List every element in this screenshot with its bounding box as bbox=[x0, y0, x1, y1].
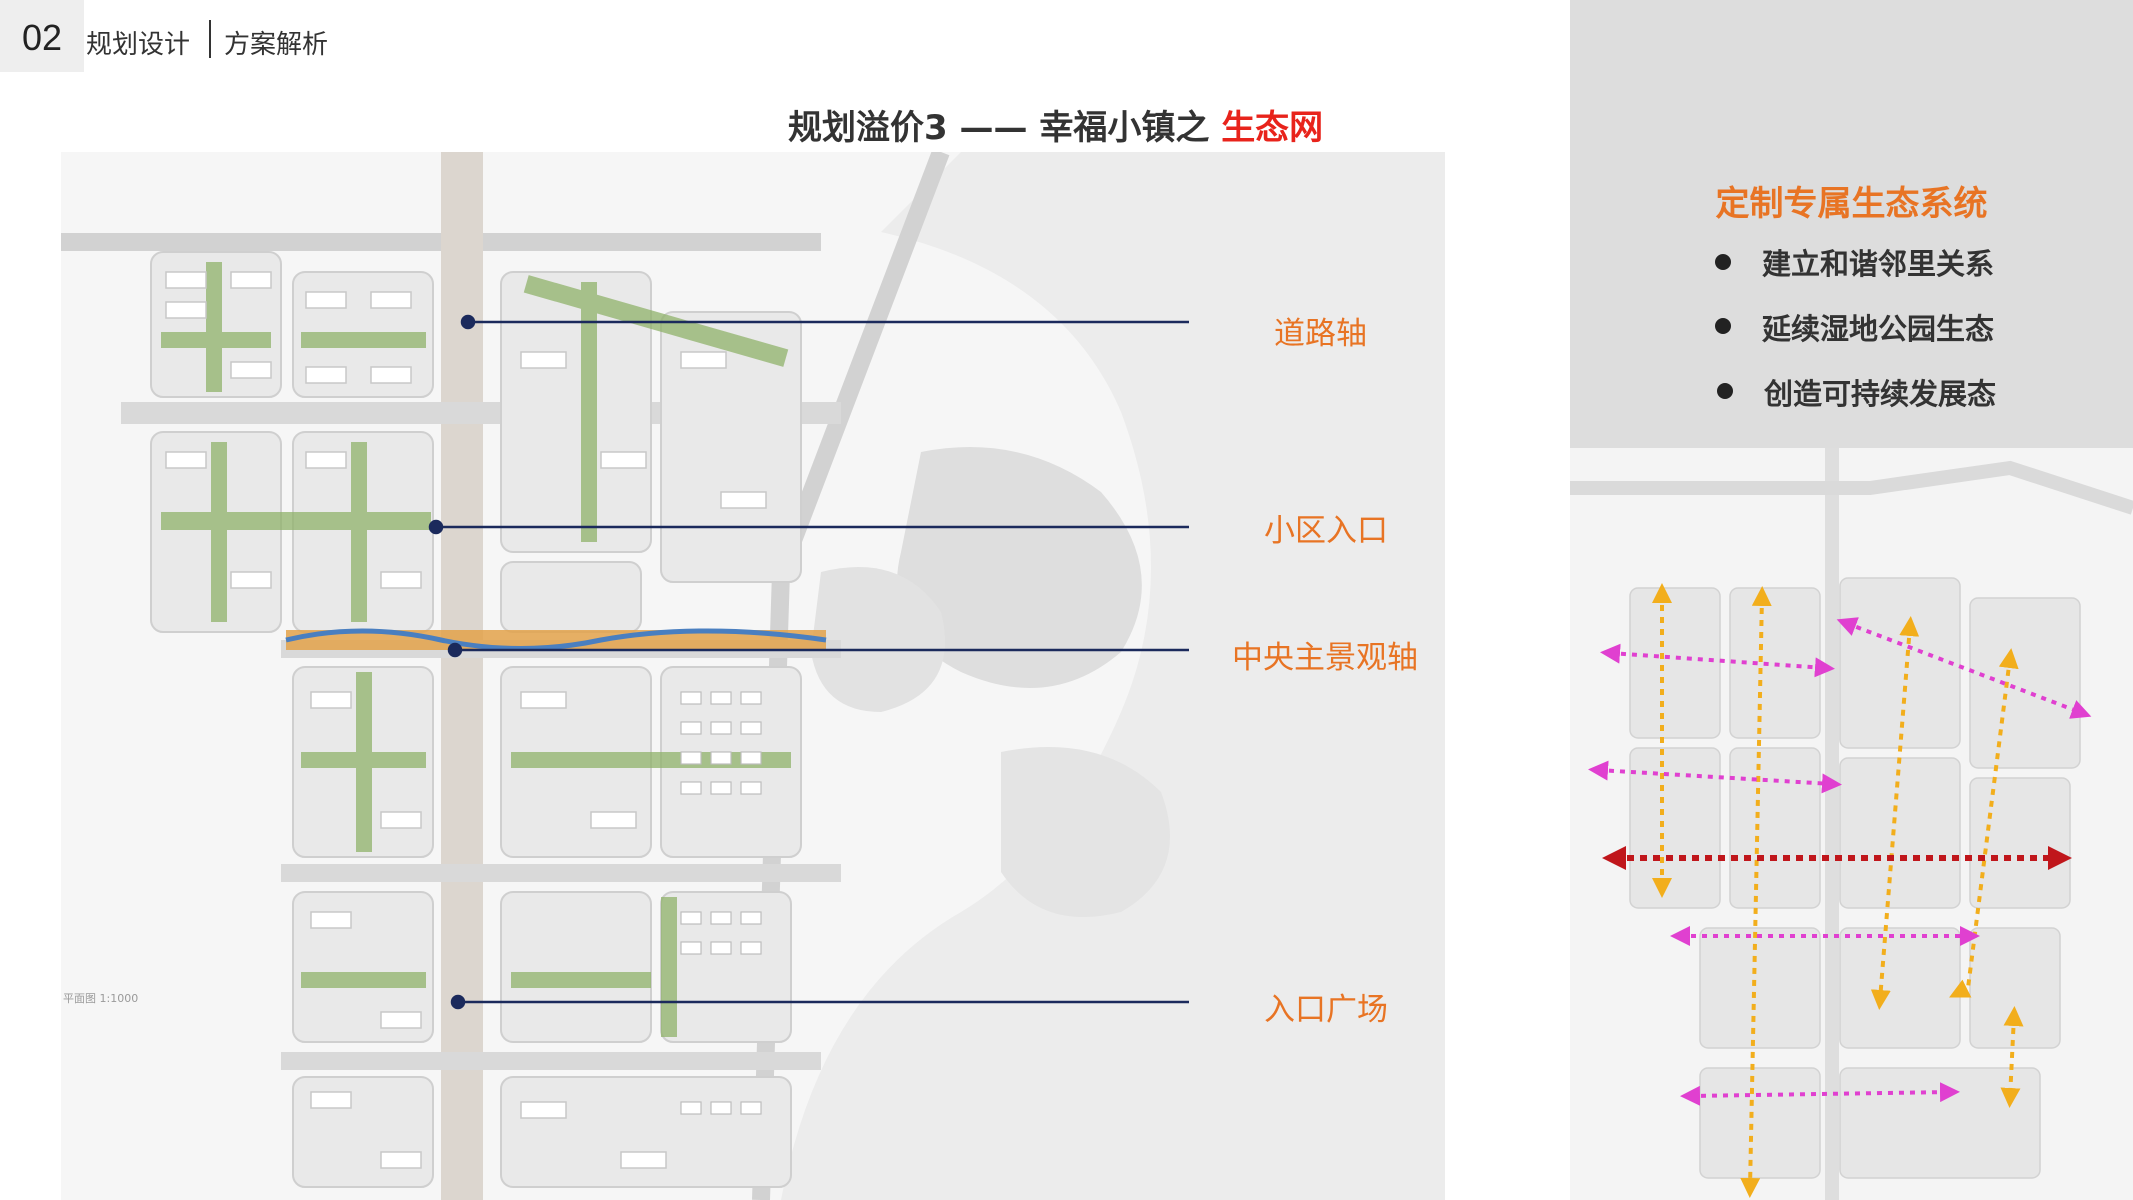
side-item-1: 建立和谐邻里关系 bbox=[1762, 247, 1995, 281]
master-plan-map: 平面图 1:1000 bbox=[61, 152, 1445, 1200]
page-title-main: 规划溢价3 —— 幸福小镇之 bbox=[788, 108, 1210, 148]
eco-network-diagram bbox=[1570, 448, 2133, 1200]
section-number: 02 bbox=[0, 0, 84, 72]
callout-entrance-plaza: 入口广场 bbox=[1264, 992, 1388, 1028]
section-title: 规划设计 bbox=[86, 30, 191, 60]
side-item-2: 延续湿地公园生态 bbox=[1762, 312, 1995, 346]
plan-scale-note: 平面图 1:1000 bbox=[63, 992, 138, 1005]
side-panel: 定制专属生态系统 bbox=[1570, 0, 2133, 448]
bullet-icon bbox=[1715, 254, 1731, 270]
side-panel-title: 定制专属生态系统 bbox=[1715, 184, 1988, 224]
callout-road-axis: 道路轴 bbox=[1274, 316, 1367, 352]
page-title: 规划溢价3 —— 幸福小镇之 生态网 bbox=[788, 100, 1323, 149]
header-divider bbox=[209, 20, 211, 58]
bullet-icon bbox=[1717, 383, 1733, 399]
page-title-highlight: 生态网 bbox=[1221, 108, 1324, 148]
side-item-3: 创造可持续发展态 bbox=[1764, 377, 1997, 411]
subsection-title: 方案解析 bbox=[224, 30, 329, 60]
callout-central-landscape-axis: 中央主景观轴 bbox=[1232, 640, 1418, 676]
callout-community-entrance: 小区入口 bbox=[1264, 513, 1388, 549]
bullet-icon bbox=[1715, 318, 1731, 334]
